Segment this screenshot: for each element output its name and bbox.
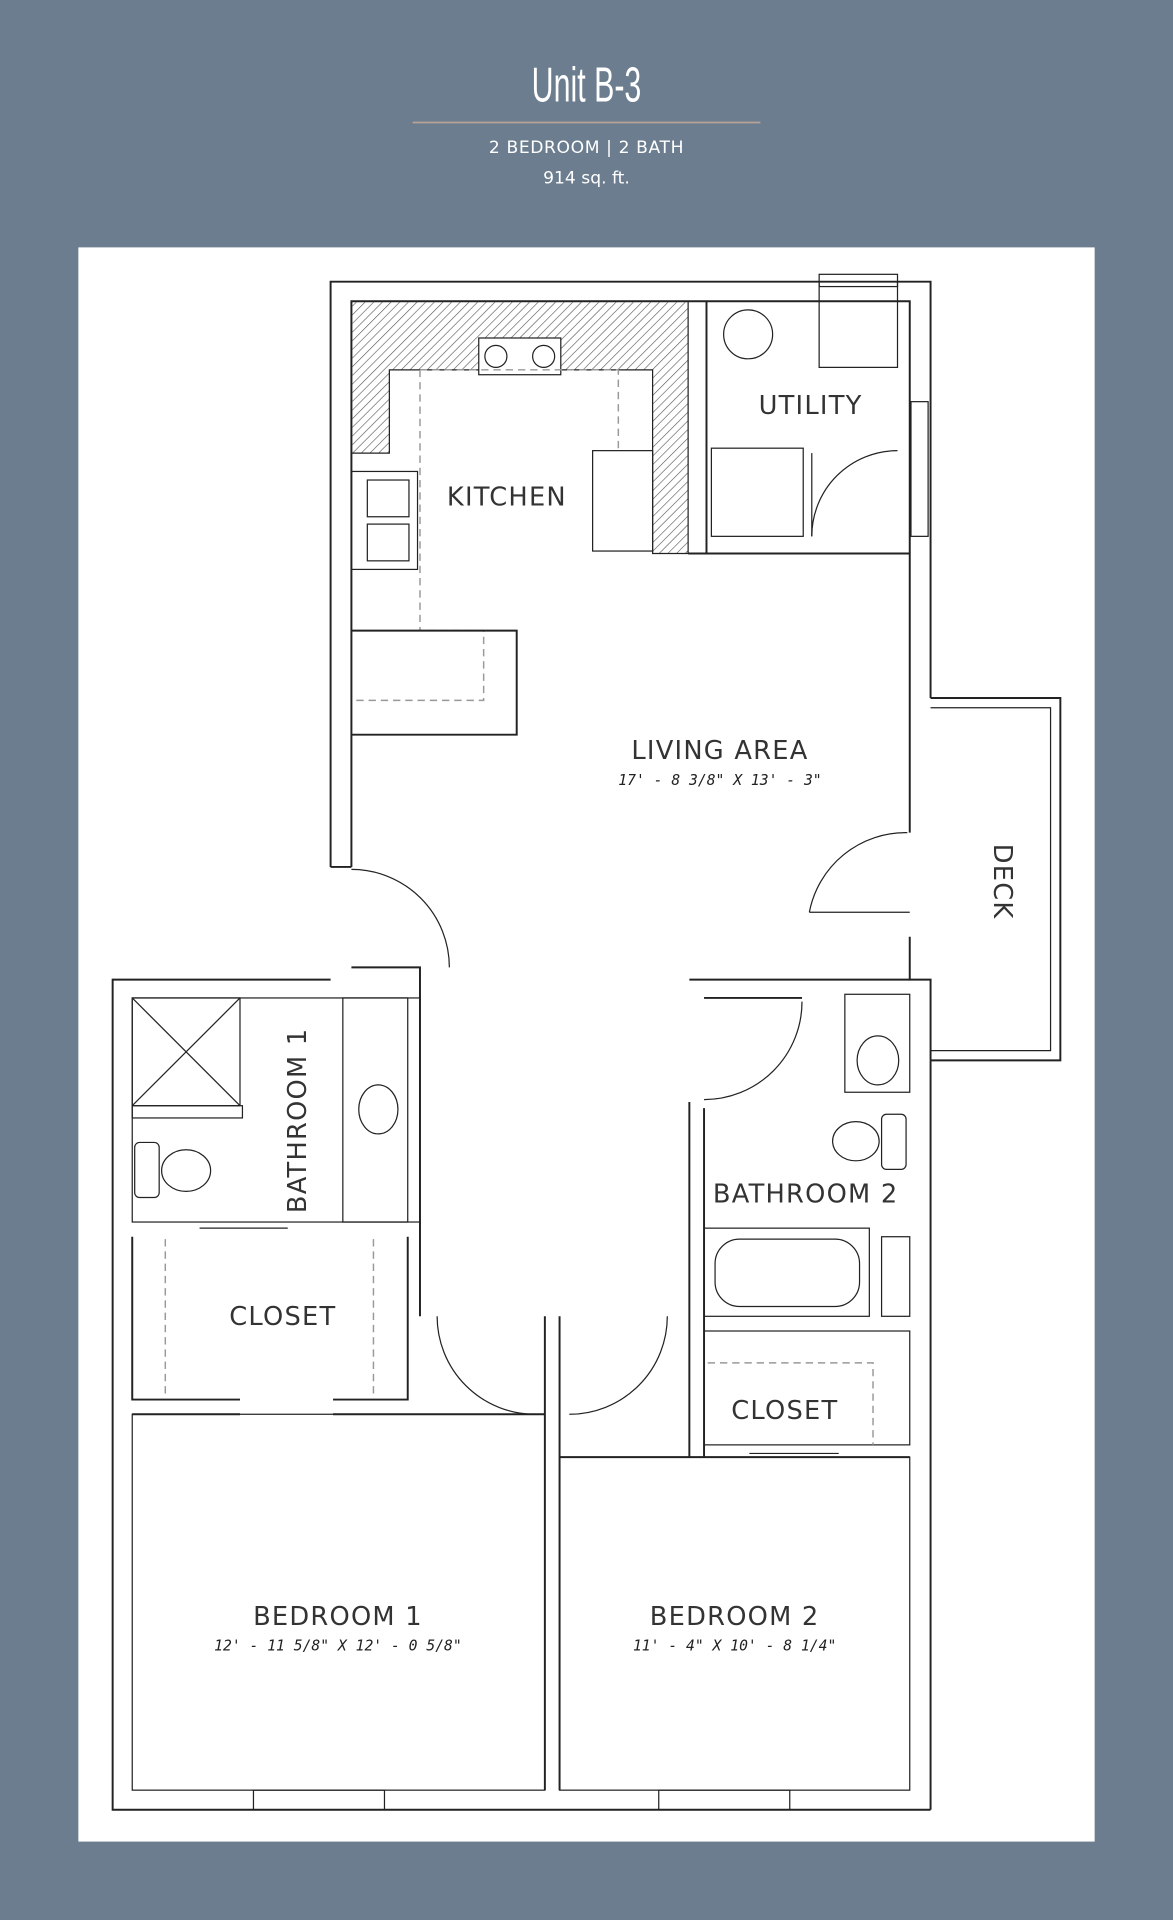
unit-title: Unit B-3 [532, 57, 642, 112]
bedroom-2-label: BEDROOM 2 [650, 1602, 820, 1632]
closet-2-label: CLOSET [731, 1396, 838, 1426]
closet-1-label: CLOSET [229, 1302, 336, 1332]
living-area-dimensions: 17' - 8 3/8" X 13' - 3" [618, 772, 821, 789]
plan-panel [78, 247, 1095, 1842]
floor-plan [111, 273, 1062, 1811]
bathroom-1-label: BATHROOM 1 [283, 1028, 313, 1214]
deck-label: DECK [987, 844, 1017, 920]
bedroom-1-dimensions: 12' - 11 5/8" X 12' - 0 5/8" [214, 1638, 462, 1655]
living-area-label: LIVING AREA [631, 736, 808, 766]
bedroom-2-dimensions: 11' - 4" X 10' - 8 1/4" [633, 1638, 836, 1655]
kitchen-label: KITCHEN [447, 483, 567, 513]
utility-label: UTILITY [759, 391, 863, 421]
bedroom-1-label: BEDROOM 1 [253, 1602, 423, 1632]
bathroom-2-label: BATHROOM 2 [713, 1179, 899, 1209]
unit-area: 914 sq. ft. [543, 169, 630, 189]
unit-subtitle: 2 BEDROOM | 2 BATH [489, 138, 684, 158]
